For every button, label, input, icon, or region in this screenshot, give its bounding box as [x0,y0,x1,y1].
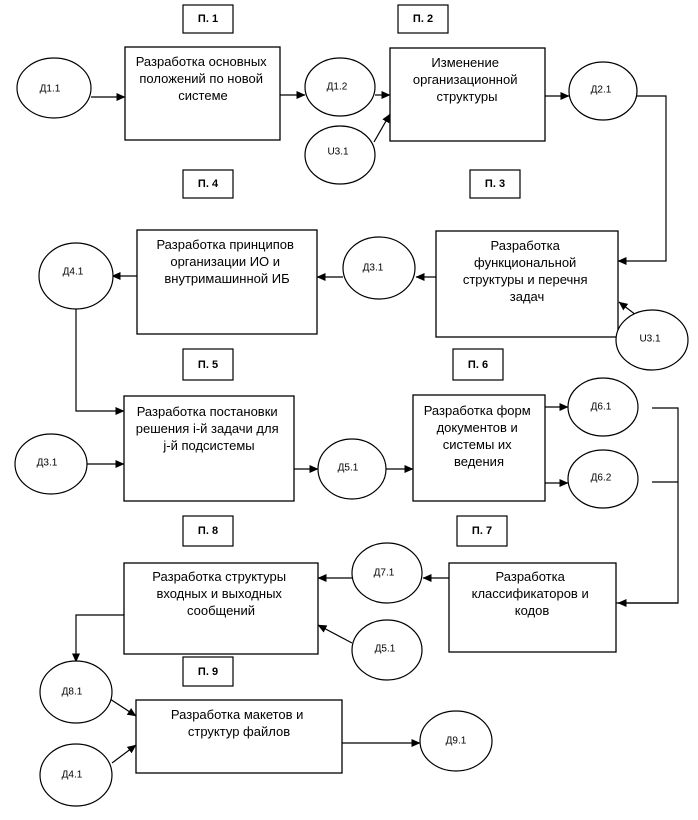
step-label: П. 2 [413,13,433,25]
step-tag-p4: П. 4 [182,169,234,199]
arrow-d81-to-p9 [109,698,137,717]
step-tags: П. 1 П. 2 П. 4 П. 3 П. 5 П. 6 П. 8 П. 7 [182,4,521,687]
process-box-p6: Разработка форм документов и системы их … [412,394,546,502]
process-box-p7: Разработка классификаторов и кодов [448,562,617,653]
node-label: Д9.1 [446,736,467,747]
process-label: Разработка основных положений по новой с… [136,54,271,103]
node-label: U3.1 [327,147,349,158]
node-d31-mid: Д3.1 [342,236,416,300]
process-label: Разработка макетов и структур файлов [171,707,307,739]
process-boxes: Разработка основных положений по новой с… [123,46,619,774]
arrow-d41-to-p9 [111,744,137,764]
step-label: П. 3 [485,178,505,190]
node-u31-top: U3.1 [304,125,376,185]
step-label: П. 8 [198,525,218,537]
node-label: Д4.1 [63,267,84,278]
step-label: П. 1 [198,13,218,25]
step-label: П. 4 [198,178,219,190]
node-label: Д5.1 [375,644,396,655]
node-d71: Д7.1 [351,542,423,604]
node-d51-lower: Д5.1 [351,619,423,681]
step-tag-p6: П. 6 [452,348,504,381]
step-tag-p1: П. 1 [182,4,234,34]
step-tag-p5: П. 5 [182,348,234,381]
step-label: П. 9 [198,666,218,678]
node-label: Д6.1 [591,402,612,413]
arrow-d51-to-p8 [317,624,353,644]
process-box-p4: Разработка принципов организации ИО и вн… [136,229,318,335]
node-label: U3.1 [639,334,661,345]
node-d41-bottom: Д4.1 [39,743,113,807]
node-u31-right: U3.1 [615,309,689,371]
node-label: Д8.1 [62,687,83,698]
node-label: Д4.1 [62,770,83,781]
process-box-p2: Изменение организационной структуры [389,47,546,142]
node-label: Д3.1 [37,458,58,469]
process-label: Разработка форм документов и системы их … [424,403,535,469]
step-label: П. 6 [468,359,488,371]
connectors [72,91,679,764]
node-d51-center: Д5.1 [317,438,387,500]
process-label: Разработка принципов организации ИО и вн… [156,237,297,286]
step-label: П. 5 [198,359,218,371]
node-d62: Д6.2 [567,449,639,509]
line-d61-to-p7 [616,407,679,604]
node-label: Д1.1 [40,84,61,95]
process-box-p5: Разработка постановки решения i-й задачи… [123,395,295,502]
arrow-p8-to-d81 [72,614,124,663]
process-label: Разработка классификаторов и кодов [472,569,593,618]
node-d91: Д9.1 [419,710,493,772]
node-d61: Д6.1 [567,377,639,437]
node-d12: Д1.2 [304,57,376,117]
step-label: П. 7 [472,525,492,537]
node-d41-left: Д4.1 [38,242,114,310]
step-tag-p7: П. 7 [456,515,508,547]
process-label: Разработка функциональной структуры и пе… [463,238,591,304]
process-box-p1: Разработка основных положений по новой с… [124,46,281,141]
node-label: Д2.1 [591,85,612,96]
arrow-u31-to-p2 [373,113,391,143]
step-tag-p2: П. 2 [397,4,449,34]
node-label: Д7.1 [374,568,395,579]
process-label: Разработка структуры входных и выходных … [152,569,289,618]
node-d81: Д8.1 [39,660,113,724]
process-label: Разработка постановки решения i-й задачи… [136,404,283,453]
node-d31-left: Д3.1 [14,433,88,495]
process-box-p3: Разработка функциональной структуры и пе… [435,230,619,338]
node-label: Д5.1 [338,463,359,474]
process-box-p8: Разработка структуры входных и выходных … [123,562,319,655]
step-tag-p8: П. 8 [182,515,234,547]
step-tag-p9: П. 9 [182,656,234,687]
node-d11: Д1.1 [16,57,92,119]
process-label: Изменение организационной структуры [413,55,521,104]
arrow-d41-to-p5 [75,309,125,415]
node-label: Д1.2 [327,82,348,93]
arrow-d21-to-p3 [617,95,667,265]
step-tag-p3: П. 3 [469,169,521,199]
node-label: Д3.1 [363,263,384,274]
process-box-p9: Разработка макетов и структур файлов [135,699,343,774]
node-d21: Д2.1 [568,61,638,121]
node-label: Д6.2 [591,473,612,484]
data-nodes: Д1.1 Д1.2 U3.1 Д2.1 Д3.1 U3.1 Д4.1 Д3.1 [14,57,689,807]
